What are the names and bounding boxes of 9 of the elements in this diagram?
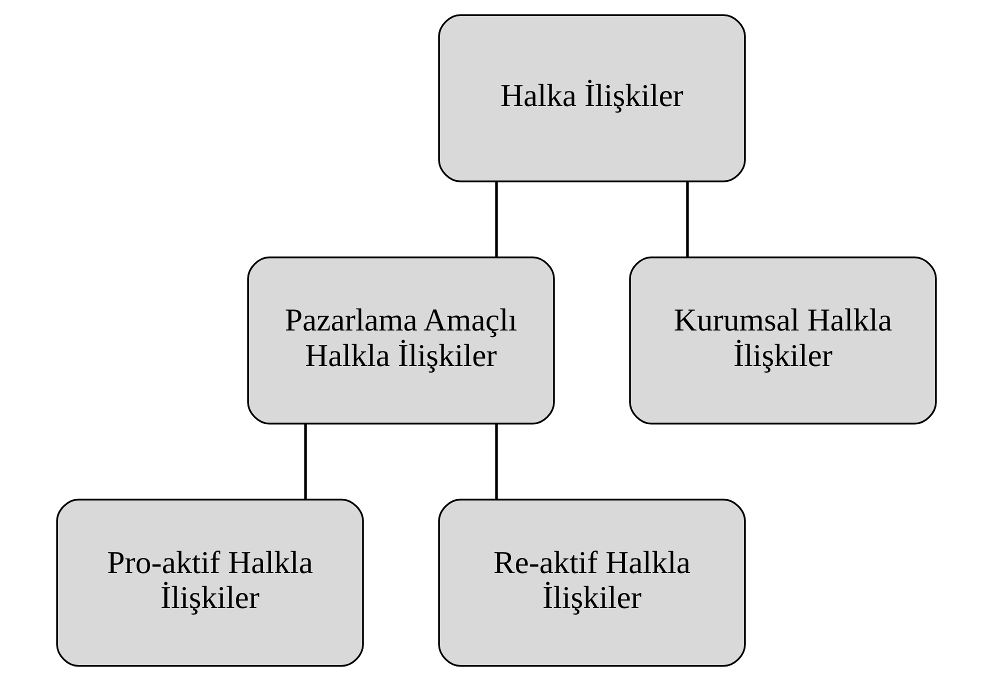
node-box: Re-aktif Halkla İlişkiler — [438, 498, 746, 667]
connector — [304, 424, 307, 500]
node-box: Pazarlama Amaçlı Halkla İlişkiler — [247, 256, 555, 424]
connector — [686, 182, 689, 257]
connector — [495, 424, 498, 500]
node-box: Kurumsal Halkla İlişkiler — [629, 256, 937, 424]
node-box: Halka İlişkiler — [438, 14, 746, 182]
node-box: Pro-aktif Halkla İlişkiler — [56, 498, 364, 667]
connector — [495, 182, 498, 257]
